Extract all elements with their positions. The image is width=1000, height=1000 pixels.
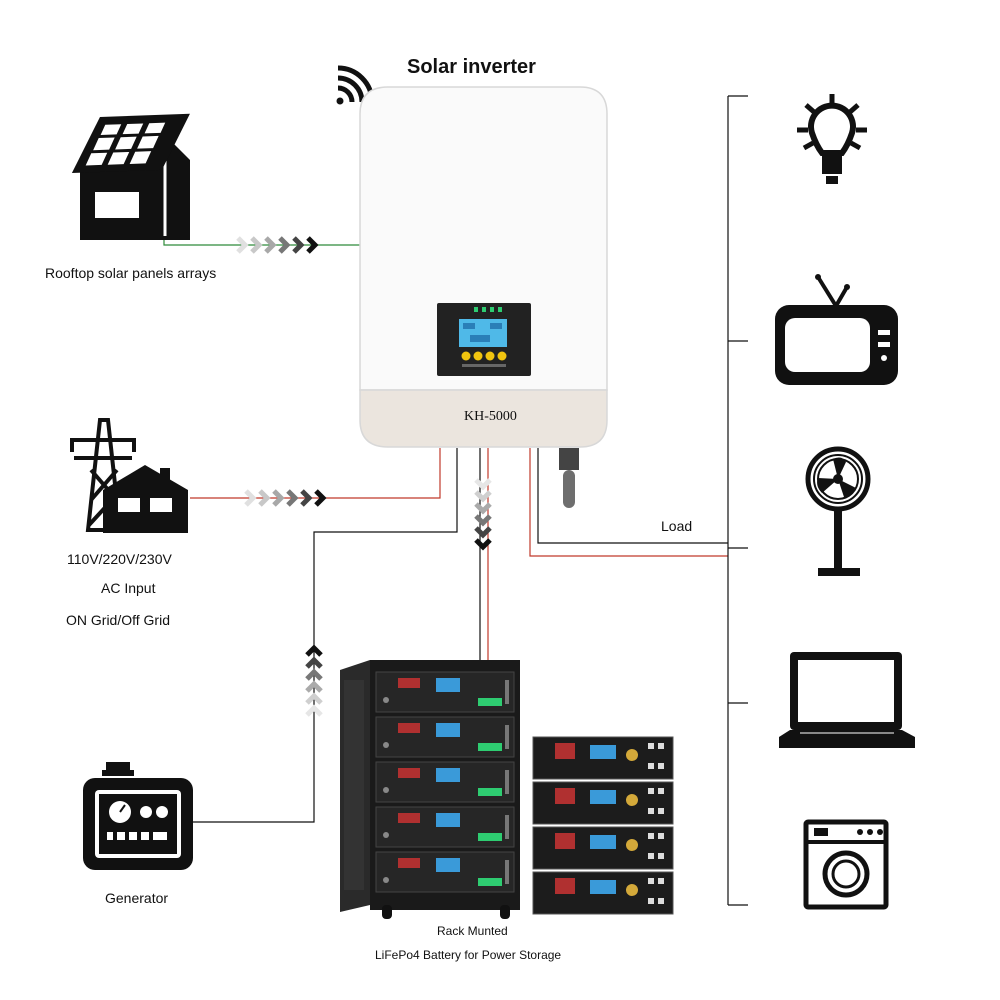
solar-connection-line xyxy=(163,160,360,246)
grid-voltage-label: 110V/220V/230V xyxy=(67,551,172,567)
rack-battery-module xyxy=(375,761,515,803)
ac-input-label: AC Input xyxy=(101,580,156,596)
load-label: Load xyxy=(661,518,693,534)
generator-icon xyxy=(83,762,193,870)
enter-button[interactable] xyxy=(497,351,507,361)
stacked-battery-module xyxy=(532,781,674,825)
battery-flow-arrows xyxy=(474,478,492,551)
rack-battery-module xyxy=(375,806,515,848)
esc-button[interactable] xyxy=(461,351,471,361)
down-button[interactable] xyxy=(485,351,495,361)
rack-battery-module xyxy=(375,851,515,893)
stacked-battery-module xyxy=(532,736,674,780)
generator-label: Generator xyxy=(105,890,169,906)
load-connection-line-red xyxy=(529,448,728,557)
generator-connection-line xyxy=(192,448,458,823)
inverter-control-panel xyxy=(437,303,531,376)
inverter-model: KH-5000 xyxy=(464,409,517,424)
rack-battery-modules xyxy=(375,671,515,893)
rack-battery-module xyxy=(375,671,515,713)
solar-flow-arrows xyxy=(236,236,319,254)
fan-icon xyxy=(805,446,871,576)
solar-label: Rooftop solar panels arrays xyxy=(45,265,217,281)
stacked-battery-modules xyxy=(532,736,674,915)
stacked-battery-module xyxy=(532,826,674,870)
laptop-icon xyxy=(779,652,915,748)
grid-house-icon xyxy=(103,465,188,533)
battery-label-line2: LiFePo4 Battery for Power Storage xyxy=(375,948,562,962)
washing-machine-icon xyxy=(803,819,889,910)
television-icon xyxy=(775,274,898,385)
inverter-title: Solar inverter xyxy=(407,56,536,78)
load-bus xyxy=(727,95,748,906)
solar-house-icon xyxy=(71,113,190,240)
grid-mode-label: ON Grid/Off Grid xyxy=(66,612,170,628)
up-button[interactable] xyxy=(473,351,483,361)
light-bulb-icon xyxy=(797,94,867,184)
antenna-connector xyxy=(559,448,579,470)
antenna-icon xyxy=(563,470,575,508)
battery-label-line1: Rack Munted xyxy=(437,924,508,938)
generator-flow-arrows xyxy=(305,644,323,717)
grid-connection-line xyxy=(190,448,441,499)
solar-inverter xyxy=(359,86,608,508)
stacked-battery-module xyxy=(532,871,674,915)
grid-flow-arrows xyxy=(244,489,327,507)
load-connection-line-black xyxy=(537,448,728,544)
rack-battery-module xyxy=(375,716,515,758)
